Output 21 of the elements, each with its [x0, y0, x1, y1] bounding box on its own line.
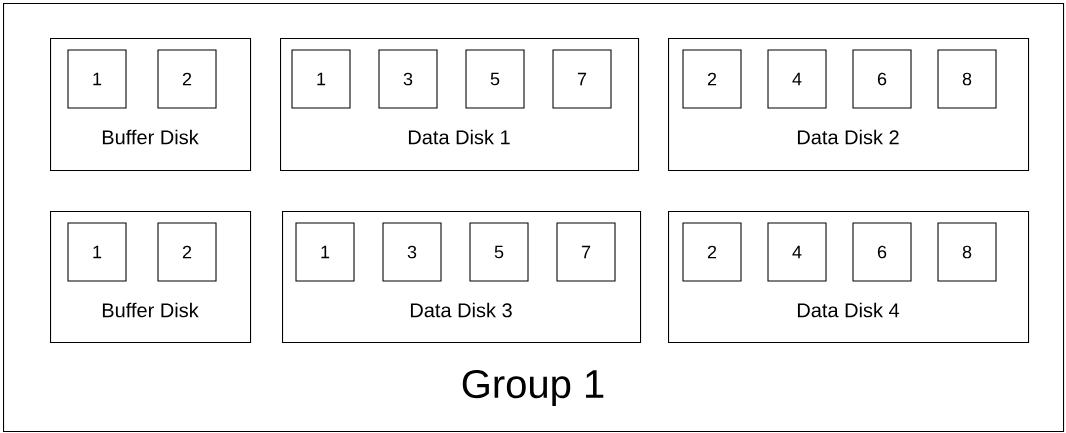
block-square: 5 — [469, 222, 529, 282]
block-square: 2 — [682, 49, 742, 109]
block-square: 3 — [378, 49, 438, 109]
block-square: 2 — [682, 222, 742, 282]
block-square: 4 — [767, 49, 827, 109]
block-square: 7 — [552, 49, 612, 109]
block-square: 8 — [937, 49, 997, 109]
block-square: 7 — [556, 222, 616, 282]
block-square: 6 — [852, 222, 912, 282]
block-square: 8 — [937, 222, 997, 282]
block-square: 2 — [157, 49, 217, 109]
block-square: 1 — [291, 49, 351, 109]
block-square: 1 — [67, 49, 127, 109]
block-square: 1 — [295, 222, 355, 282]
block-square: 2 — [157, 222, 217, 282]
group-title: Group 1 — [462, 369, 604, 407]
block-square: 4 — [767, 222, 827, 282]
block-square: 3 — [382, 222, 442, 282]
block-square: 1 — [67, 222, 127, 282]
block-square: 6 — [852, 49, 912, 109]
block-square: 5 — [465, 49, 525, 109]
